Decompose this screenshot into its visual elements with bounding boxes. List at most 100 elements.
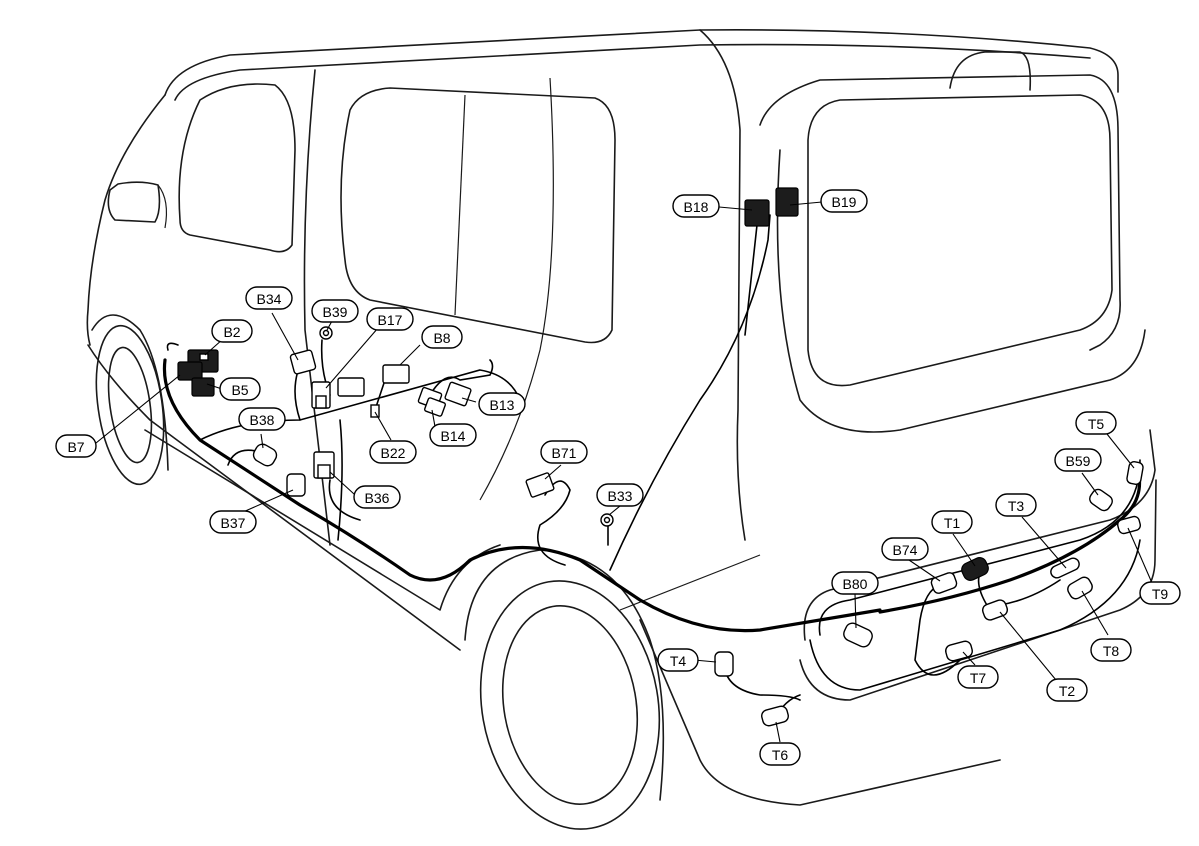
connector-b38 [252, 443, 278, 467]
label-b14: B14 [429, 423, 477, 447]
label-b59: B59 [1054, 448, 1102, 472]
label-pill [957, 665, 999, 689]
label-b80: B80 [831, 571, 879, 595]
label-text: T5 [1088, 416, 1105, 432]
label-pill [672, 194, 720, 218]
label-text: B34 [257, 291, 282, 307]
label-b38: B38 [238, 407, 286, 431]
label-text: T6 [772, 747, 789, 763]
label-pill [55, 434, 97, 458]
leader-lines [95, 201, 1153, 743]
label-pill [245, 286, 293, 310]
label-text: B36 [365, 490, 390, 506]
label-t2: T2 [1046, 678, 1088, 702]
label-b18: B18 [672, 194, 720, 218]
label-text: T1 [944, 515, 961, 531]
label-pill [353, 485, 401, 509]
label-text: B19 [832, 194, 857, 210]
label-text: B37 [221, 515, 246, 531]
connector-b2-b5-b7-cluster [177, 349, 219, 397]
connector-b39 [319, 326, 333, 340]
connector-b37 [286, 473, 306, 497]
label-pill [209, 510, 257, 534]
label-pill [657, 648, 699, 672]
label-b7: B7 [55, 434, 97, 458]
connector-t4 [714, 651, 734, 677]
label-text: B74 [893, 542, 918, 558]
label-pill [540, 440, 588, 464]
label-pill [596, 483, 644, 507]
label-text: B80 [843, 576, 868, 592]
label-pill [219, 377, 261, 401]
connector-b8 [337, 364, 410, 397]
label-b39: B39 [311, 299, 359, 323]
label-text: B38 [250, 412, 275, 428]
connector-b22 [370, 404, 380, 418]
vehicle-body-outline [86, 29, 1157, 830]
connector-t9 [1116, 515, 1142, 535]
label-pill [1075, 411, 1117, 435]
label-b17: B17 [366, 307, 414, 331]
label-pill [421, 325, 463, 349]
label-b5: B5 [219, 377, 261, 401]
label-b2: B2 [211, 319, 253, 343]
label-t4: T4 [657, 648, 699, 672]
label-text: B33 [608, 488, 633, 504]
label-pill [759, 742, 801, 766]
label-pill [1046, 678, 1088, 702]
label-pill [1139, 581, 1181, 605]
label-text: B14 [441, 428, 466, 444]
label-pill [238, 407, 286, 431]
label-b33: B33 [596, 483, 644, 507]
connector-t2 [981, 599, 1009, 621]
label-b37: B37 [209, 510, 257, 534]
label-text: B7 [67, 439, 84, 455]
label-b22: B22 [369, 440, 417, 464]
connector-t8 [1067, 576, 1093, 600]
label-text: B17 [378, 312, 403, 328]
connector-b19 [775, 187, 799, 217]
label-text: T9 [1152, 586, 1169, 602]
label-t1: T1 [931, 510, 973, 534]
label-t7: T7 [957, 665, 999, 689]
label-b74: B74 [881, 537, 929, 561]
label-pill [881, 537, 929, 561]
label-pill [931, 510, 973, 534]
label-text: B2 [223, 324, 240, 340]
label-text: B8 [433, 330, 450, 346]
connector-b59 [1089, 488, 1113, 512]
label-text: B39 [323, 304, 348, 320]
connector-t6 [761, 705, 789, 727]
label-pill [478, 392, 526, 416]
connector-b74 [930, 572, 958, 594]
label-pill [820, 189, 868, 213]
label-text: T3 [1008, 498, 1025, 514]
connector-b18 [744, 199, 770, 227]
main-harness [162, 214, 1142, 719]
connector-b80 [843, 622, 873, 648]
connector-b33 [600, 513, 614, 527]
connector-b71 [525, 472, 555, 498]
connector-b36 [313, 451, 335, 479]
connectors [177, 187, 1144, 727]
label-text: T8 [1103, 643, 1120, 659]
label-pill [211, 319, 253, 343]
connector-b13-b14 [417, 381, 472, 417]
label-text: B13 [490, 397, 515, 413]
label-text: B59 [1066, 453, 1091, 469]
label-t9: T9 [1139, 581, 1181, 605]
label-text: T7 [970, 670, 987, 686]
label-t8: T8 [1090, 638, 1132, 662]
label-pill [311, 299, 359, 323]
connector-b17 [311, 381, 331, 409]
label-pill [369, 440, 417, 464]
label-pill [831, 571, 879, 595]
label-t3: T3 [995, 493, 1037, 517]
label-pill [1090, 638, 1132, 662]
label-text: T4 [670, 653, 687, 669]
label-pill [429, 423, 477, 447]
label-text: B22 [381, 445, 406, 461]
label-b36: B36 [353, 485, 401, 509]
